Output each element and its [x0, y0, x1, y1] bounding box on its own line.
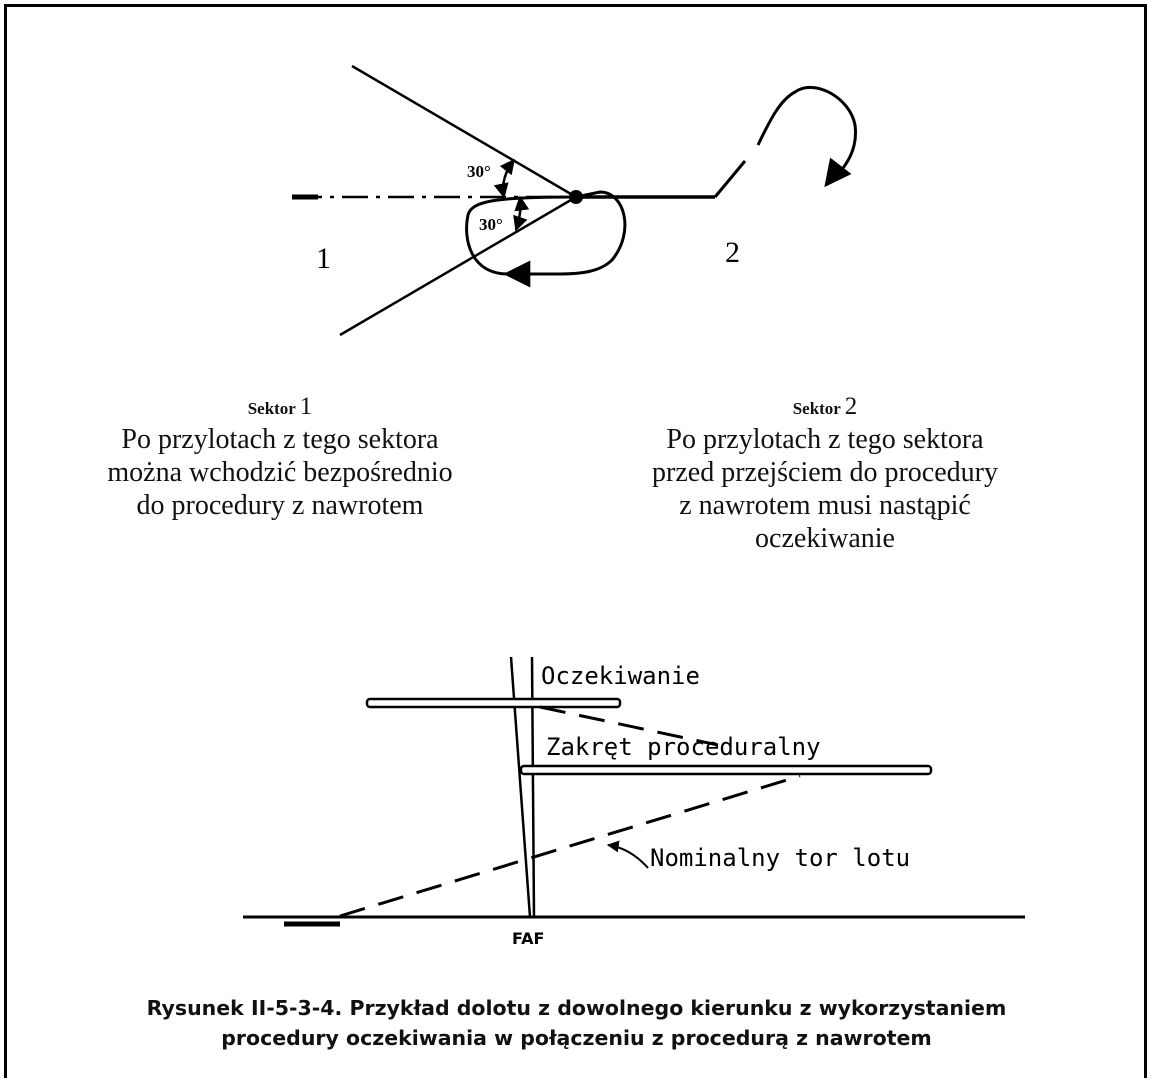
sector-1-line: Po przylotach z tego sektora [121, 424, 439, 455]
figure-frame [4, 4, 1147, 1078]
descent-from-holding [539, 705, 719, 747]
sector-2-heading-word: Sektor [792, 399, 841, 418]
holding-label: Oczekiwanie [541, 662, 700, 690]
sector-1-line: do procedury z nawrotem [136, 490, 424, 521]
sector-1-number: 1 [316, 242, 331, 275]
flight-path-leader [606, 840, 649, 869]
caption-line-1: Rysunek II-5-3-4. Przykład dolotu z dowo… [146, 996, 1007, 1020]
faf-label: FAF [512, 929, 544, 948]
sector-2-number: 2 [725, 236, 740, 269]
sector-2-entry-arrow [824, 157, 852, 188]
sector-1-heading-word: Sektor [247, 399, 296, 418]
flight-path-label: Nominalny tor lotu [650, 844, 910, 872]
sector-2-line: oczekiwanie [755, 523, 895, 554]
sector-2-heading: Sektor 2 [565, 393, 1085, 423]
procedure-turn-label: Zakręt proceduralny [546, 733, 821, 761]
sector-1-heading: Sektor 1 [40, 393, 520, 423]
sector-boundary-lines [339, 64, 577, 337]
sector-2-line: Po przylotach z tego sektora [666, 424, 984, 455]
sector-2-heading-number: 2 [844, 393, 858, 420]
angle-label-lower: 30° [479, 215, 503, 234]
angle-label-upper: 30° [467, 162, 491, 181]
angle-arc-upper [493, 158, 515, 199]
figure-caption: Rysunek II-5-3-4. Przykład dolotu z dowo… [10, 993, 1143, 1053]
sector-2-line: przed przejściem do procedury [652, 457, 998, 488]
faf-vertical-right [530, 656, 536, 918]
procedure-turn-level-bar [519, 764, 933, 776]
angle-arc-lower [513, 195, 530, 232]
sector-1-description: Sektor 1 Po przylotach z tego sektora mo… [40, 393, 520, 522]
sector-1-heading-number: 1 [299, 393, 313, 420]
holding-level-bar [365, 697, 622, 709]
nominal-flight-path [339, 774, 801, 918]
faf-vertical-left [509, 656, 532, 918]
sector-1-line: można wchodzić bezpośrednio [107, 457, 453, 488]
sector-2-line: z nawrotem musi nastąpić [679, 490, 971, 521]
sector-2-entry-path [713, 85, 858, 198]
caption-line-2: procedury oczekiwania w połączeniu z pro… [221, 1026, 932, 1050]
sector-2-description: Sektor 2 Po przylotach z tego sektora pr… [565, 393, 1085, 555]
